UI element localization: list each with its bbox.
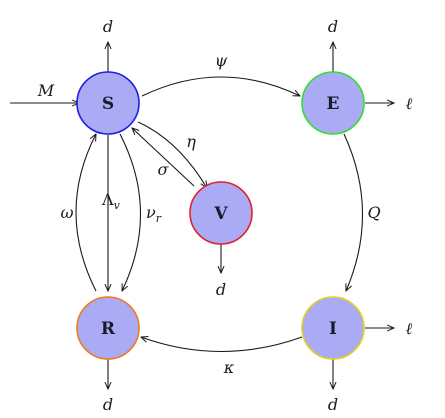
label-omega: ω (60, 203, 73, 222)
arrow-e-to-i (343, 133, 364, 291)
label-lambda-v: Λv (101, 190, 121, 212)
node-s-label: S (102, 94, 114, 114)
label-s-death: d (103, 17, 113, 36)
node-r-label: R (101, 319, 116, 339)
label-eta: η (186, 132, 196, 151)
label-nu-r-sub: r (156, 212, 162, 225)
label-psi: ψ (215, 51, 228, 70)
label-nu-r: νr (146, 203, 162, 225)
node-s-circle (76, 71, 140, 135)
arrow-s-to-r-curved (119, 133, 142, 291)
node-e-label: E (327, 94, 340, 114)
label-kappa: κ (223, 358, 235, 377)
label-r-death: d (103, 395, 113, 414)
node-v-label: V (213, 204, 228, 224)
node-i-circle (301, 296, 365, 360)
label-i-death: d (328, 395, 338, 414)
node-e: E (301, 71, 365, 135)
node-s: S (76, 71, 140, 135)
arrow-s-to-v (137, 121, 207, 188)
node-v: V (189, 181, 253, 245)
arrow-r-to-s (75, 134, 96, 292)
label-i-ell: ℓ (406, 319, 413, 338)
label-nu-r-main: ν (146, 203, 156, 222)
arrow-s-to-e (141, 76, 300, 96)
arrow-i-to-r (141, 337, 303, 352)
label-lambda-v-sub: v (114, 199, 121, 212)
label-e-ell: ℓ (406, 94, 413, 113)
label-m: M (37, 81, 55, 100)
label-v-death: d (216, 280, 226, 299)
label-sigma: σ (158, 160, 170, 179)
node-r: R (76, 296, 140, 360)
node-r-circle (76, 296, 140, 360)
label-e-death: d (328, 17, 338, 36)
label-q: Q (367, 203, 380, 222)
node-i-label: I (329, 319, 337, 339)
node-i: I (301, 296, 365, 360)
arrow-v-to-s (132, 128, 195, 187)
node-e-circle (301, 71, 365, 135)
label-lambda-v-main: Λ (101, 190, 114, 209)
node-v-circle (189, 181, 253, 245)
